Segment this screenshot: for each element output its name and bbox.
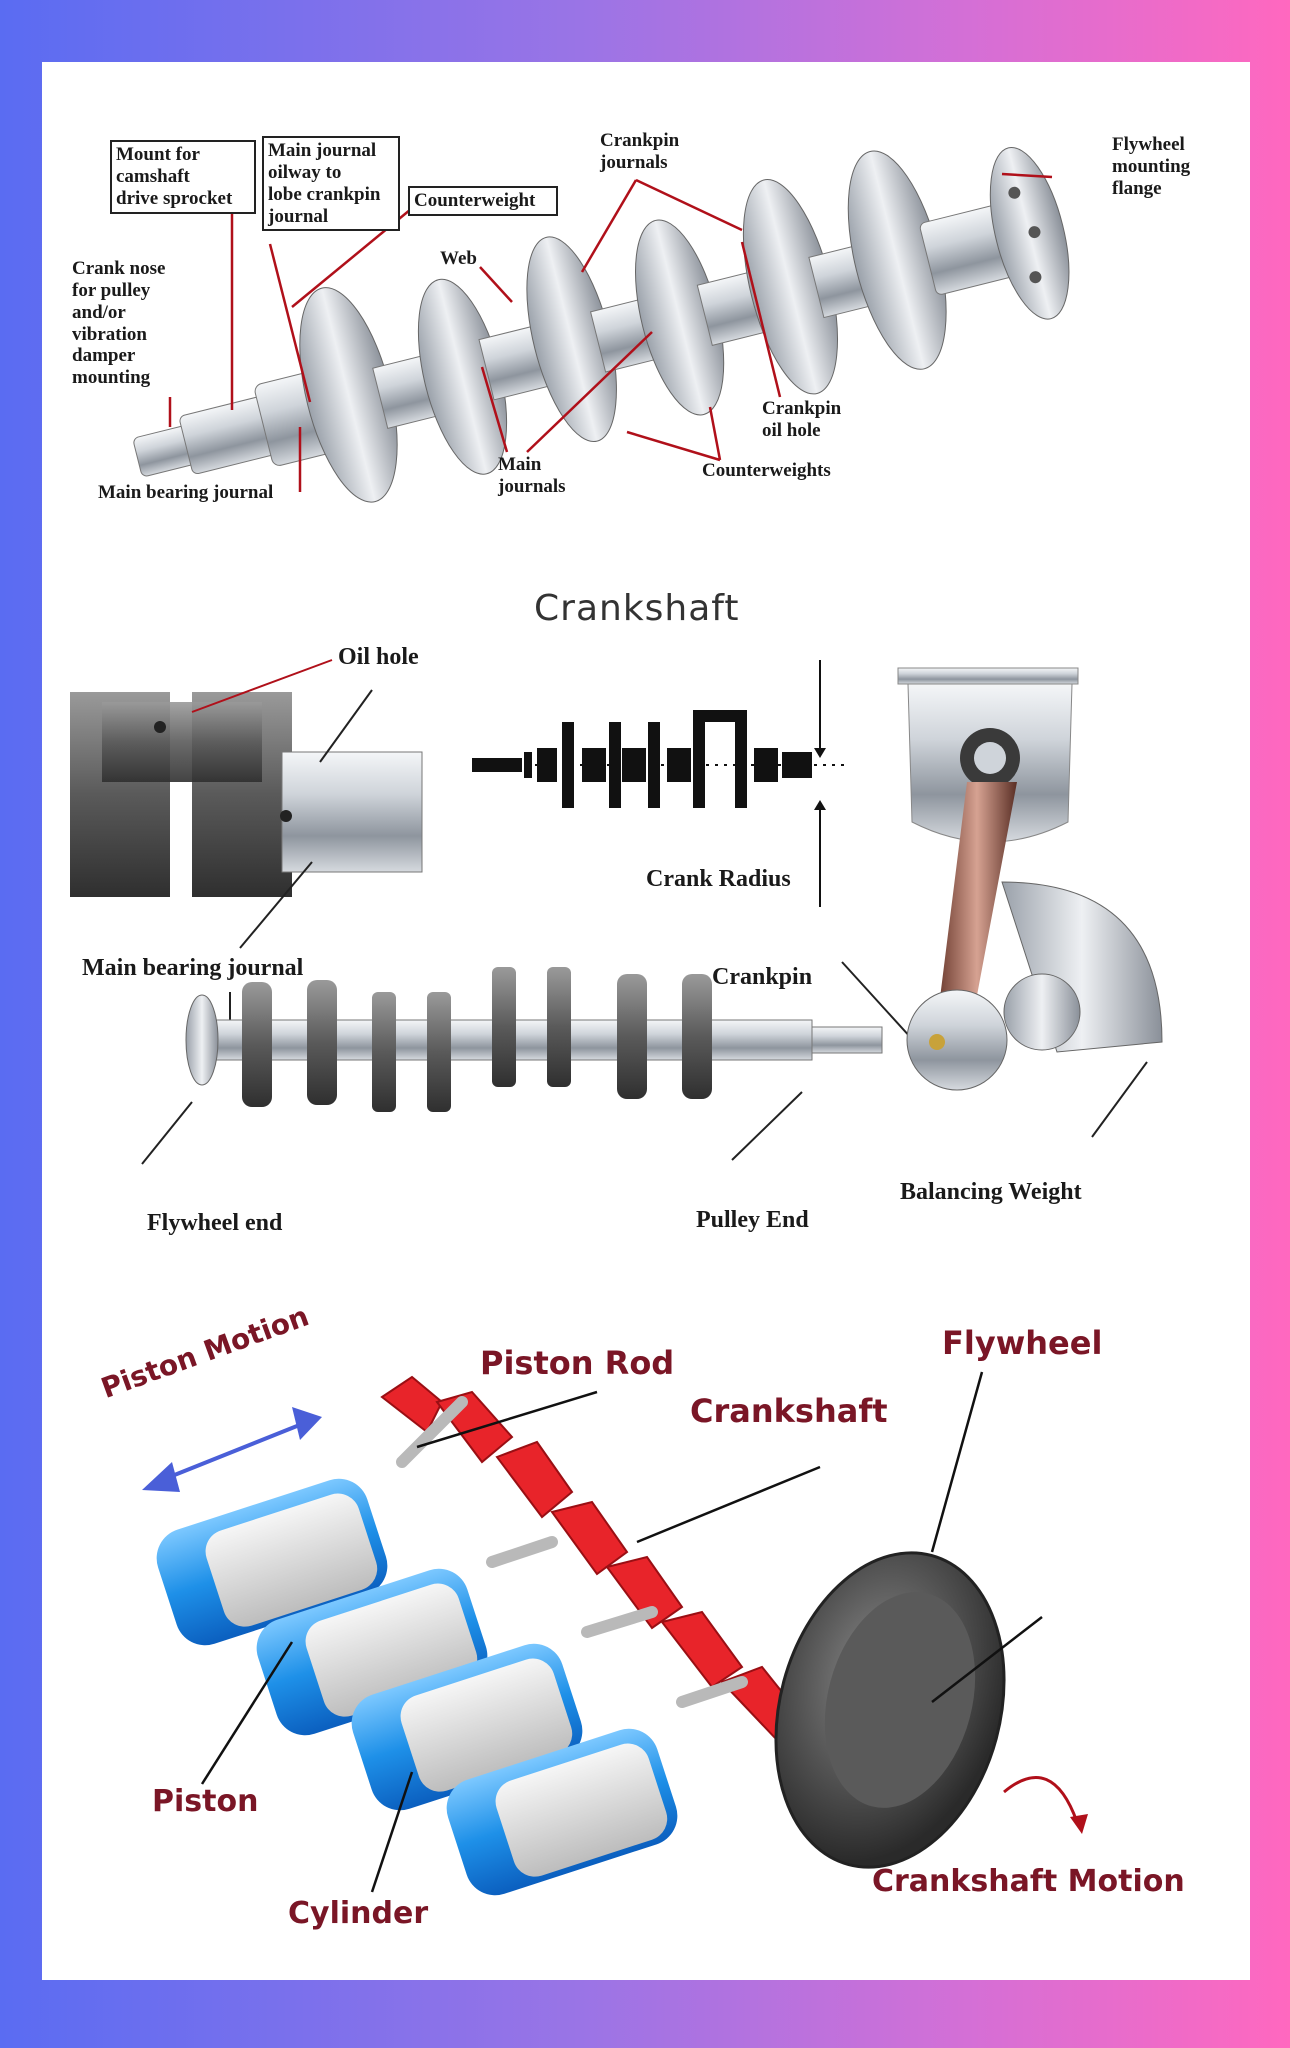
label-flywheel-end: Flywheel end xyxy=(147,1210,283,1236)
crankshaft-schematic xyxy=(472,660,847,907)
label-main-journal-oilway: Main journal oilway to lobe crankpin jou… xyxy=(262,136,400,232)
label-web: Web xyxy=(440,248,477,269)
label-pulley-end: Pulley End xyxy=(696,1207,809,1233)
label-mount-for-camshaft: Mount for camshaft drive sprocket xyxy=(110,140,256,214)
leader-lines-top xyxy=(168,172,1053,492)
label-main-bearing-journal-top: Main bearing journal xyxy=(98,482,274,503)
label-oil-hole: Oil hole xyxy=(338,644,419,670)
label-crankshaft: Crankshaft xyxy=(690,1392,888,1430)
leader-lines-bottom xyxy=(200,1371,1043,1893)
crankpin-closeup xyxy=(62,690,423,900)
label-counterweight: Counterweight xyxy=(408,186,558,216)
crankshaft-illustration-top xyxy=(133,147,1070,503)
label-crankpin-journals: Crankpin journals xyxy=(600,130,680,173)
label-counterweights: Counterweights xyxy=(702,460,831,481)
label-flywheel-mounting-flange: Flywheel mounting flange xyxy=(1112,134,1191,199)
crankshaft-4cyl xyxy=(185,967,883,1112)
label-crank-radius: Crank Radius xyxy=(646,866,791,892)
label-crank-nose: Crank nose for pulley and/or vibration d… xyxy=(72,258,166,389)
label-crankpin: Crankpin xyxy=(712,964,813,990)
label-cylinder: Cylinder xyxy=(288,1896,429,1931)
label-flywheel: Flywheel xyxy=(942,1324,1103,1362)
diagram-artwork xyxy=(62,147,1163,1896)
engine-illustration xyxy=(142,1375,1088,1896)
label-crankshaft-motion: Crankshaft Motion xyxy=(872,1864,1185,1899)
label-main-journals: Main journals xyxy=(498,454,566,497)
label-main-bearing-journal-mid: Main bearing journal xyxy=(82,955,304,981)
label-piston: Piston xyxy=(152,1784,259,1819)
label-piston-rod: Piston Rod xyxy=(480,1344,675,1382)
label-balancing-weight: Balancing Weight xyxy=(900,1179,1082,1205)
label-crankpin-oil-hole: Crankpin oil hole xyxy=(762,398,842,441)
piston-conrod xyxy=(897,667,1163,1091)
diagram-card: Mount for camshaft drive sprocket Main j… xyxy=(42,62,1250,1980)
section-title-crankshaft: Crankshaft xyxy=(534,588,740,629)
